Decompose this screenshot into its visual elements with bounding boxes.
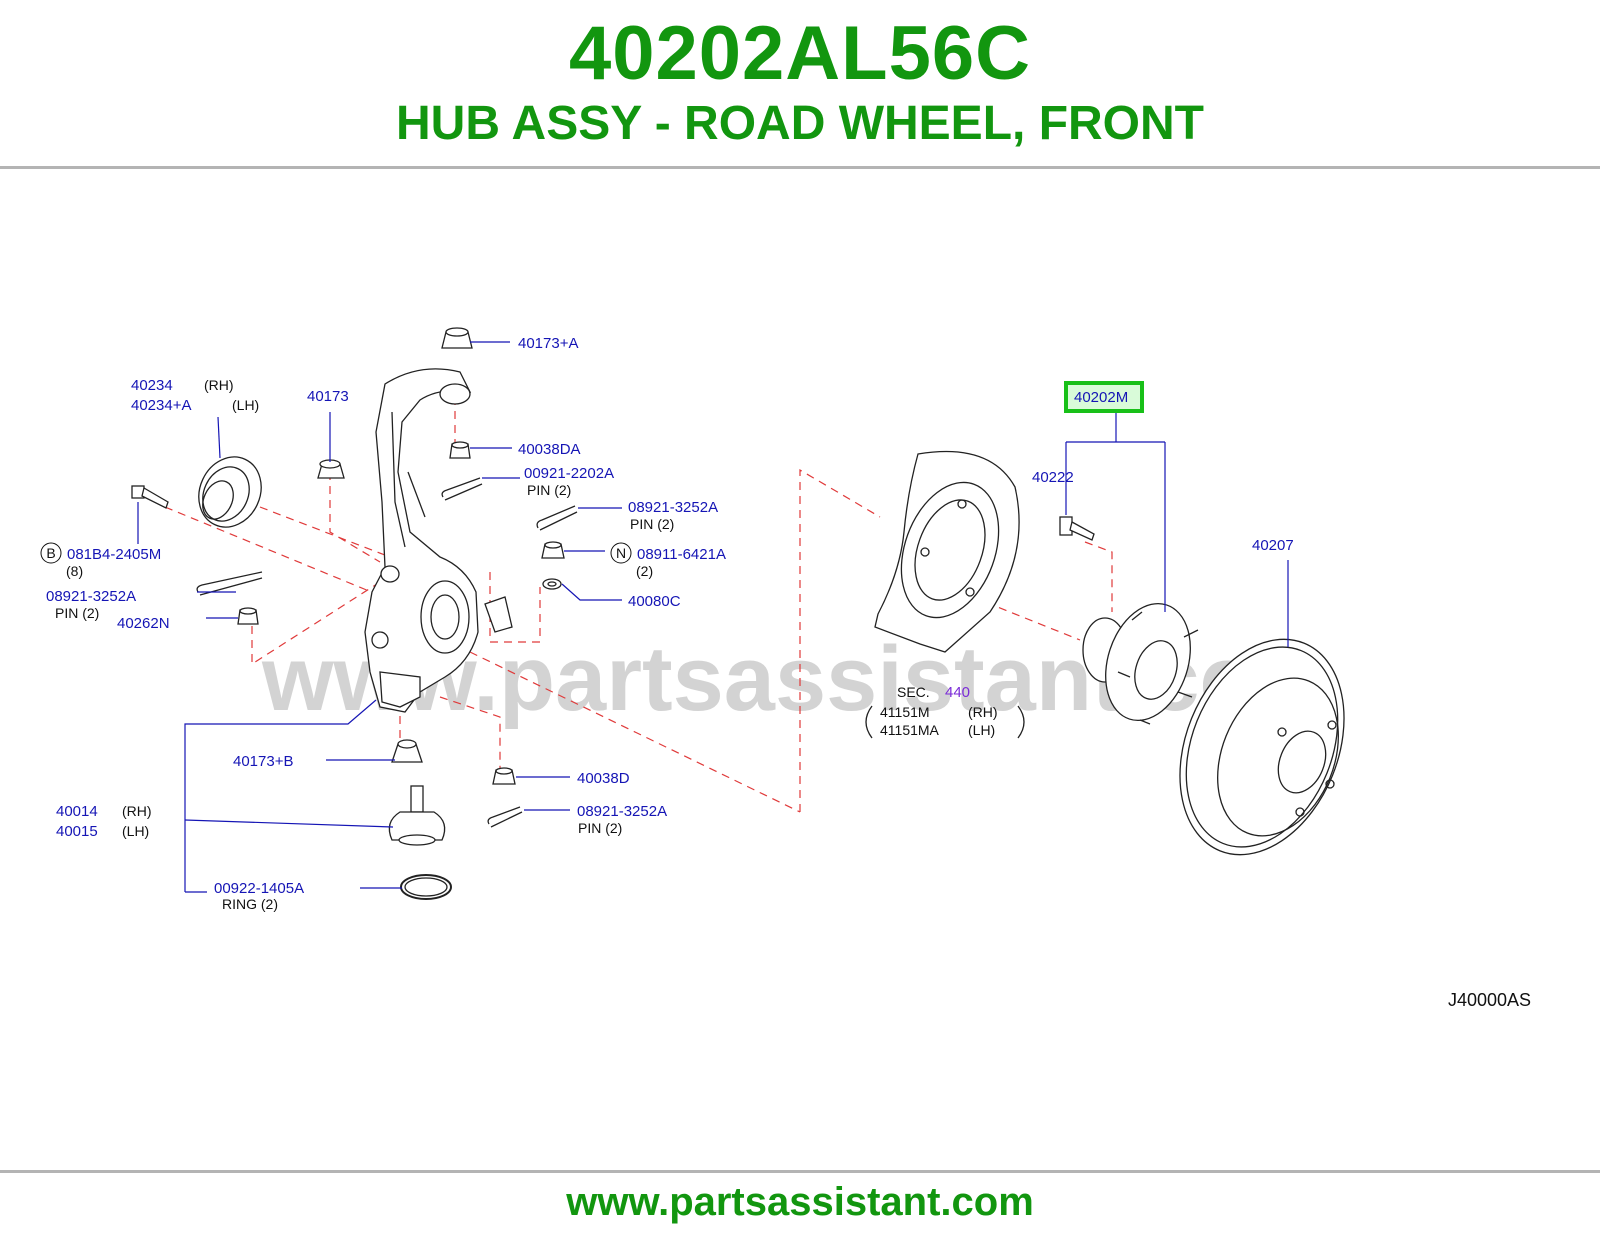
- part-08911-nut: [541, 541, 565, 559]
- label-40234-a[interactable]: 40234+A: [131, 397, 191, 414]
- parts-diagram: www.partsassistant.com: [40, 327, 1531, 1010]
- part-40222-stud: [1059, 516, 1095, 541]
- label-40014-rh: (RH): [122, 803, 152, 819]
- part-40014-ball-joint: [388, 785, 446, 846]
- bracket-right: [1017, 705, 1025, 739]
- label-40173-a[interactable]: 40173+A: [518, 335, 578, 352]
- label-40234[interactable]: 40234: [131, 377, 173, 394]
- label-40222[interactable]: 40222: [1032, 469, 1074, 486]
- label-08911-qty: (2): [636, 563, 653, 579]
- label-40038d[interactable]: 40038D: [577, 770, 630, 787]
- label-40015-lh: (LH): [122, 823, 149, 839]
- label-40015[interactable]: 40015: [56, 823, 98, 840]
- label-41151ma-lh: (LH): [968, 722, 995, 738]
- label-sec-440[interactable]: 440: [945, 684, 970, 701]
- part-40234-dust-cover: [198, 456, 262, 528]
- diagram-code: J40000AS: [1448, 990, 1531, 1010]
- label-40014[interactable]: 40014: [56, 803, 98, 820]
- label-40207[interactable]: 40207: [1252, 537, 1294, 554]
- part-labels: 40173+A 40234 (RH) 40234+A (LH) 40173 40…: [40, 335, 1531, 1010]
- bracket-left: [865, 705, 873, 739]
- part-40038d-nut: [492, 767, 516, 785]
- label-41151m: 41151M: [880, 704, 930, 720]
- label-08921-3252a-bottom[interactable]: 08921-3252A: [577, 803, 667, 820]
- label-41151ma: 41151MA: [880, 722, 940, 738]
- label-00921-2202a[interactable]: 00921-2202A: [524, 465, 614, 482]
- part-081b4-bolt: [131, 485, 169, 509]
- label-41151m-rh: (RH): [968, 704, 998, 720]
- label-00921-pin: PIN (2): [527, 482, 571, 498]
- leader-lines: [137, 341, 1289, 893]
- part-40173a-cap: [441, 327, 473, 349]
- steering-knuckle: [364, 368, 513, 713]
- label-sec: SEC.: [897, 684, 930, 700]
- header-divider: [0, 166, 1600, 169]
- label-40173[interactable]: 40173: [307, 388, 349, 405]
- label-081b4-qty: (8): [66, 563, 83, 579]
- badge-n: [610, 542, 632, 564]
- part-41151m-dust-shield: [874, 450, 1020, 653]
- label-08921-3252a-left[interactable]: 08921-3252A: [46, 588, 136, 605]
- part-40080c-washer: [542, 578, 562, 590]
- label-40262n[interactable]: 40262N: [117, 615, 170, 632]
- footer-divider: [0, 1170, 1600, 1173]
- label-08921-3252a-top[interactable]: 08921-3252A: [628, 499, 718, 516]
- page-title: 40202AL56C: [568, 11, 1032, 96]
- label-00922-1405a[interactable]: 00922-1405A: [214, 880, 304, 897]
- part-40173-bushing: [317, 459, 345, 479]
- part-00922-snap-ring: [400, 874, 452, 900]
- label-40080c[interactable]: 40080C: [628, 593, 681, 610]
- footer-url[interactable]: www.partsassistant.com: [566, 1180, 1034, 1224]
- label-40038da[interactable]: 40038DA: [518, 441, 581, 458]
- part-40173b-bushing: [391, 739, 423, 763]
- label-00922-ring: RING (2): [222, 896, 278, 912]
- label-40234-a-lh: (LH): [232, 397, 259, 413]
- part-40202m-hub-assy: [1082, 602, 1199, 725]
- label-40202m[interactable]: 40202M: [1074, 389, 1128, 406]
- page-subtitle: HUB ASSY - ROAD WHEEL, FRONT: [395, 97, 1204, 150]
- label-08921-left-pin: PIN (2): [55, 605, 99, 621]
- badge-n-letter: N: [616, 545, 626, 561]
- selected-part-highlight: [1064, 381, 1144, 413]
- label-08911-6421a[interactable]: 08911-6421A: [637, 546, 726, 563]
- part-40262n-nut: [237, 607, 259, 625]
- label-40234-rh: (RH): [204, 377, 234, 393]
- label-40173-b[interactable]: 40173+B: [233, 753, 293, 770]
- part-40207-brake-disc: [1179, 638, 1345, 856]
- label-081b4-2405m[interactable]: 081B4-2405M: [67, 546, 161, 563]
- badge-b-letter: B: [46, 545, 55, 561]
- label-08921-top-pin: PIN (2): [630, 516, 674, 532]
- label-08921-bottom-pin: PIN (2): [578, 820, 622, 836]
- part-40038da-nut: [449, 441, 471, 459]
- badge-b: [40, 542, 62, 564]
